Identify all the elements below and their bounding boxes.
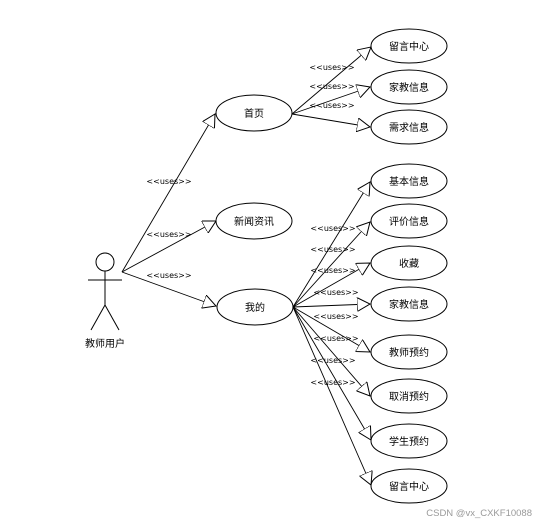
use-case-mine-child-4: 家教信息 bbox=[370, 286, 448, 322]
edge-home-child-2 bbox=[291, 87, 370, 115]
use-case-mine-child-6-label: 取消预约 bbox=[389, 390, 429, 403]
stereotype-home-3: <<uses>> bbox=[309, 101, 354, 110]
stereotype-actor-mine: <<uses>> bbox=[146, 271, 191, 280]
stereotype-mine-8: <<uses>> bbox=[310, 378, 355, 387]
watermark: CSDN @vx_CXKF10088 bbox=[426, 508, 532, 519]
use-case-mine-child-1-label: 基本信息 bbox=[389, 175, 429, 188]
actor-edges bbox=[121, 114, 216, 306]
use-case-mine-child-3: 收藏 bbox=[370, 245, 448, 281]
edge-mine-child-3 bbox=[292, 263, 370, 308]
use-case-mine-child-3-label: 收藏 bbox=[399, 257, 419, 270]
edge-mine-child-1 bbox=[292, 182, 370, 308]
use-case-home-child-1-label: 留言中心 bbox=[389, 40, 429, 53]
edge-mine-child-6 bbox=[292, 306, 370, 396]
actor-label: 教师用户 bbox=[85, 337, 125, 350]
mine-edges bbox=[292, 182, 371, 485]
use-case-mine-child-6: 取消预约 bbox=[370, 378, 448, 414]
edge-home-child-3 bbox=[291, 113, 370, 127]
use-case-news: 新闻资讯 bbox=[215, 202, 293, 240]
edge-mine-child-7 bbox=[292, 306, 371, 440]
use-case-home: 首页 bbox=[215, 94, 293, 132]
use-case-mine-child-8-label: 留言中心 bbox=[389, 480, 429, 493]
use-case-home-label: 首页 bbox=[244, 107, 264, 120]
use-case-mine-child-2-label: 评价信息 bbox=[389, 215, 429, 228]
use-case-mine-child-4-label: 家教信息 bbox=[389, 298, 429, 311]
use-case-mine-child-8: 留言中心 bbox=[370, 468, 448, 504]
use-case-mine-child-2: 评价信息 bbox=[370, 203, 448, 239]
stereotype-mine-3: <<uses>> bbox=[310, 266, 355, 275]
stereotype-mine-2: <<uses>> bbox=[310, 245, 355, 254]
use-case-mine-child-1: 基本信息 bbox=[370, 163, 448, 199]
use-case-home-child-3: 需求信息 bbox=[370, 109, 448, 145]
use-case-mine-child-7-label: 学生预约 bbox=[389, 435, 429, 448]
stereotype-actor-news: <<uses>> bbox=[146, 230, 191, 239]
edge-mine-child-2 bbox=[292, 222, 370, 308]
edge-mine-child-8 bbox=[292, 306, 371, 485]
use-case-home-child-3-label: 需求信息 bbox=[389, 121, 429, 134]
actor-figure bbox=[88, 252, 122, 331]
stereotype-mine-5: <<uses>> bbox=[313, 312, 358, 321]
use-case-news-label: 新闻资讯 bbox=[234, 215, 274, 228]
edge-home-child-1 bbox=[291, 47, 371, 115]
use-case-home-child-2: 家教信息 bbox=[370, 69, 448, 105]
stereotype-mine-6: <<uses>> bbox=[313, 334, 358, 343]
stereotype-mine-4: <<uses>> bbox=[313, 288, 358, 297]
stereotype-mine-7: <<uses>> bbox=[310, 356, 355, 365]
use-case-mine: 我的 bbox=[216, 288, 294, 326]
stereotype-actor-home: <<uses>> bbox=[146, 177, 191, 186]
edge-actor-mine bbox=[121, 271, 216, 306]
stereotype-home-1: <<uses>> bbox=[309, 63, 354, 72]
edge-actor-home bbox=[121, 114, 215, 273]
use-case-mine-label: 我的 bbox=[245, 301, 265, 314]
use-case-mine-child-5: 教师预约 bbox=[370, 334, 448, 370]
use-case-mine-child-5-label: 教师预约 bbox=[389, 346, 429, 359]
edge-mine-child-5 bbox=[292, 306, 370, 352]
edge-actor-news bbox=[121, 221, 216, 273]
stereotype-mine-1: <<uses>> bbox=[310, 224, 355, 233]
stereotype-home-2: <<uses>> bbox=[309, 82, 354, 91]
use-case-home-child-1: 留言中心 bbox=[370, 28, 448, 64]
edge-mine-child-4 bbox=[292, 304, 370, 307]
use-case-home-child-2-label: 家教信息 bbox=[389, 81, 429, 94]
home-edges bbox=[291, 47, 371, 127]
use-case-mine-child-7: 学生预约 bbox=[370, 423, 448, 459]
